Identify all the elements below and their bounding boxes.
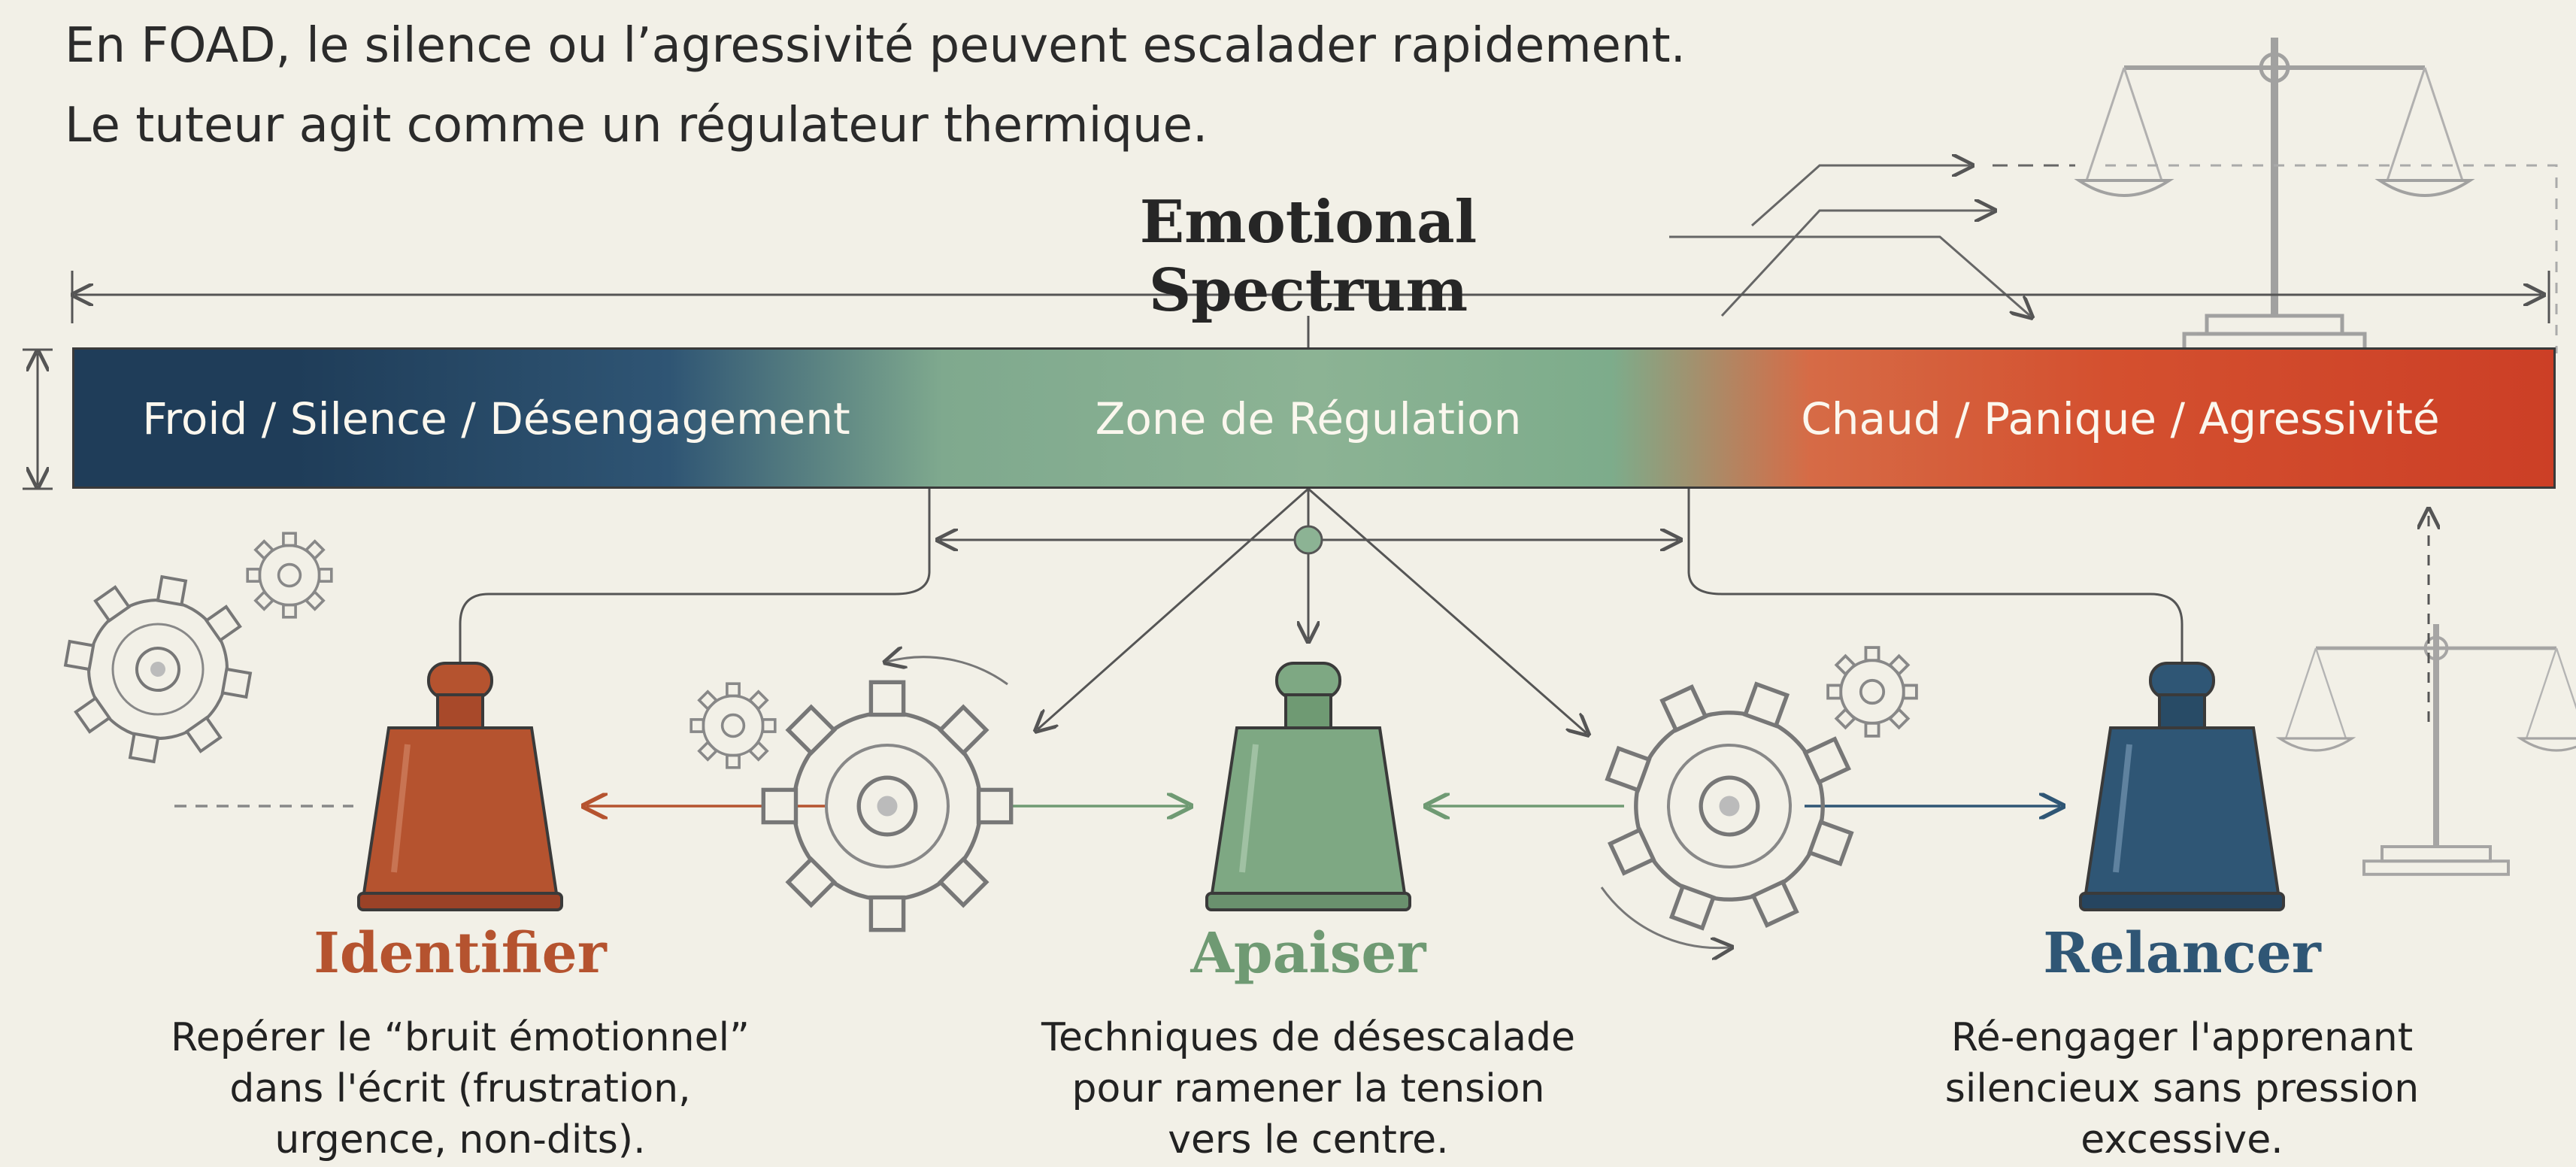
gear-icon xyxy=(1826,646,1918,738)
desc-line: dans l'écrit (frustration, xyxy=(229,1066,691,1111)
weight-icon-identifier xyxy=(357,662,563,911)
rotation-arrow-icon xyxy=(1600,887,1729,948)
rotation-arrow-icon xyxy=(887,657,1008,686)
zone-label-cold: Froid / Silence / Désengagement xyxy=(142,393,850,444)
spectrum-title: Emotional Spectrum xyxy=(1139,188,1477,325)
desc-line: urgence, non-dits). xyxy=(274,1117,646,1162)
regulation-hub xyxy=(1038,487,1587,733)
intro-line-1: En FOAD, le silence ou l’agressivité peu… xyxy=(65,18,1686,74)
desc-line: excessive. xyxy=(2080,1117,2284,1162)
desc-line: pour ramener la tension xyxy=(1071,1066,1545,1111)
step-title-identifier: Identifier xyxy=(314,921,607,986)
step-desc-apaiser: Techniques de désescalade pour ramener l… xyxy=(970,1012,1647,1165)
gear-icon xyxy=(689,682,777,769)
gear-icon xyxy=(246,532,333,619)
weight-icon-apaiser xyxy=(1205,662,1411,911)
sketch-arrows xyxy=(1669,165,2558,353)
zone-label-regulation: Zone de Régulation xyxy=(1095,393,1522,444)
desc-line: Techniques de désescalade xyxy=(1041,1015,1575,1060)
step-desc-identifier: Repérer le “bruit émotionnel” dans l'écr… xyxy=(122,1012,799,1165)
desc-line: Repérer le “bruit émotionnel” xyxy=(171,1015,750,1060)
weight-icon-relancer xyxy=(2079,662,2285,911)
balance-scale-icon xyxy=(2079,38,2470,350)
step-title-relancer: Relancer xyxy=(2043,921,2321,986)
intro-line-2: Le tuteur agit comme un régulateur therm… xyxy=(65,98,1208,153)
step-title-apaiser: Apaiser xyxy=(1190,921,1426,986)
desc-line: vers le centre. xyxy=(1168,1117,1449,1162)
spectrum-span-arrow xyxy=(23,271,2550,490)
zone-label-hot: Chaud / Panique / Agressivité xyxy=(1801,393,2440,444)
emotional-spectrum-bar xyxy=(72,347,2556,489)
step-desc-relancer: Ré-engager l'apprenant silencieux sans p… xyxy=(1844,1012,2520,1165)
intro-text: En FOAD, le silence ou l’agressivité peu… xyxy=(65,6,1686,165)
desc-line: Ré-engager l'apprenant xyxy=(1950,1015,2414,1060)
desc-line: silencieux sans pression xyxy=(1944,1066,2420,1111)
gear-icon xyxy=(50,561,266,777)
